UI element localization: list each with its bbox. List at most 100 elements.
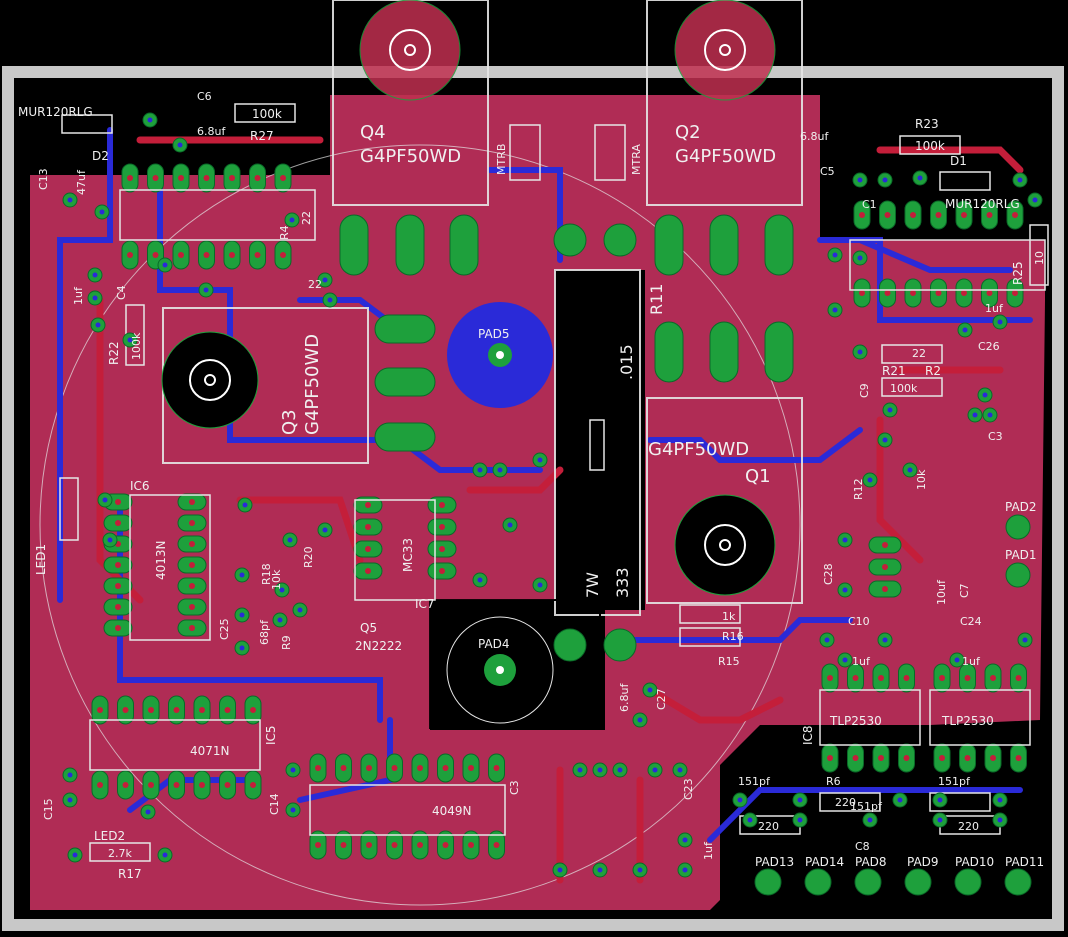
- pin-drill: [122, 707, 129, 713]
- d2-label: D2: [92, 149, 109, 163]
- r22-label: R22: [107, 341, 121, 365]
- ic8-value: TLP2530: [829, 714, 882, 728]
- via-drill: [537, 582, 543, 588]
- pin-drill: [250, 707, 256, 713]
- via-drill: [887, 407, 893, 413]
- via-drill: [747, 817, 753, 823]
- via-drill: [647, 687, 653, 693]
- transistor-leg-pads: [339, 214, 794, 452]
- pin-drill: [391, 842, 398, 848]
- r12-10k: 10k: [270, 569, 283, 590]
- pin-drill: [910, 212, 916, 218]
- r15-label: R15: [718, 655, 740, 668]
- via-drill: [92, 272, 98, 278]
- board-outline: [2, 66, 1064, 931]
- round-pads: [553, 223, 637, 662]
- pin-drill: [173, 707, 180, 713]
- ic7-value: MC33: [401, 538, 415, 572]
- ic8-label: IC8: [801, 725, 815, 745]
- pin-drill: [189, 520, 195, 526]
- via-drill: [147, 117, 153, 123]
- r23-value: 100k: [915, 139, 945, 153]
- pin-drill: [1015, 675, 1022, 681]
- pin-drill: [199, 707, 205, 713]
- pin-drill: [189, 499, 195, 505]
- r21-label: R21: [882, 364, 906, 378]
- pin-drill: [964, 675, 971, 681]
- pin-drill: [884, 290, 891, 296]
- pin-drill: [442, 765, 449, 771]
- via-drill: [162, 852, 168, 858]
- q4-value: G4PF50WD: [360, 146, 461, 167]
- via-drill: [537, 457, 543, 463]
- via-drill: [917, 175, 923, 181]
- via-drill: [867, 817, 873, 823]
- pin-drill: [417, 765, 423, 771]
- via-drill: [577, 767, 583, 773]
- via-drill: [279, 587, 285, 593]
- r5-value: 220: [958, 820, 979, 833]
- pin-drill: [115, 625, 121, 631]
- vias: [62, 112, 1043, 878]
- pin-drill: [315, 842, 321, 848]
- via-drill: [962, 327, 968, 333]
- pad9-label: PAD9: [907, 855, 939, 869]
- pin-drill: [986, 212, 993, 218]
- via-drill: [95, 322, 101, 328]
- via-drill: [682, 837, 688, 843]
- via-drill: [997, 319, 1003, 325]
- q1-value: G4PF50WD: [648, 439, 749, 460]
- pad13-label: PAD13: [755, 855, 794, 869]
- c4-label: C4: [115, 285, 128, 300]
- via-drill: [982, 392, 988, 398]
- via-drill: [477, 467, 483, 473]
- pin-drill: [882, 586, 888, 592]
- q1-designator: Q1: [745, 466, 771, 487]
- c15-label: C15: [42, 798, 55, 820]
- via-drill: [1017, 177, 1023, 183]
- via-drill: [1022, 637, 1028, 643]
- via-drill: [617, 767, 623, 773]
- via-drill: [597, 767, 603, 773]
- pin-drill: [366, 765, 372, 771]
- pin-drill: [127, 252, 133, 258]
- via-drill: [327, 297, 333, 303]
- c5-label: C5: [820, 165, 835, 178]
- pin-drill: [365, 568, 371, 574]
- pin-drill: [986, 290, 993, 296]
- c10-value: 1uf: [852, 655, 871, 668]
- pin-drill: [224, 707, 231, 713]
- via-drill: [637, 867, 643, 873]
- pad11-label: PAD11: [1005, 855, 1044, 869]
- pin-drill: [1012, 212, 1018, 218]
- pin-drill: [148, 782, 154, 788]
- pin-drill: [97, 707, 103, 713]
- pad5-label: PAD5: [478, 327, 510, 341]
- pin-drill: [961, 212, 967, 218]
- pin-drill: [366, 842, 372, 848]
- cap-151pf-a: 151pf: [738, 775, 771, 788]
- pin-drill: [189, 562, 195, 568]
- q5-value: 2N2222: [355, 639, 402, 653]
- via-drill: [857, 255, 863, 261]
- via-drill: [203, 287, 209, 293]
- via-drill: [842, 657, 848, 663]
- c8-value: 151pf: [850, 800, 883, 813]
- outline-circle-silkscreen: [39, 144, 801, 906]
- via-drill: [842, 587, 848, 593]
- c26-label: C26: [978, 340, 1000, 353]
- via-drill: [997, 797, 1003, 803]
- pad14-label: PAD14: [805, 855, 844, 869]
- via-drill: [67, 772, 73, 778]
- r25-value: 10: [1033, 251, 1046, 265]
- pin-drill: [990, 675, 996, 681]
- pin-drill: [884, 212, 891, 218]
- via-drill: [289, 217, 295, 223]
- r21-value: 100k: [890, 382, 918, 395]
- via-drill: [242, 502, 248, 508]
- ic-outlines: [89, 189, 1046, 836]
- c8-label: C8: [855, 840, 870, 853]
- c27-value: 6.8uf: [618, 683, 631, 712]
- r22-value: 100k: [130, 332, 143, 360]
- q2-designator: Q2: [675, 122, 701, 143]
